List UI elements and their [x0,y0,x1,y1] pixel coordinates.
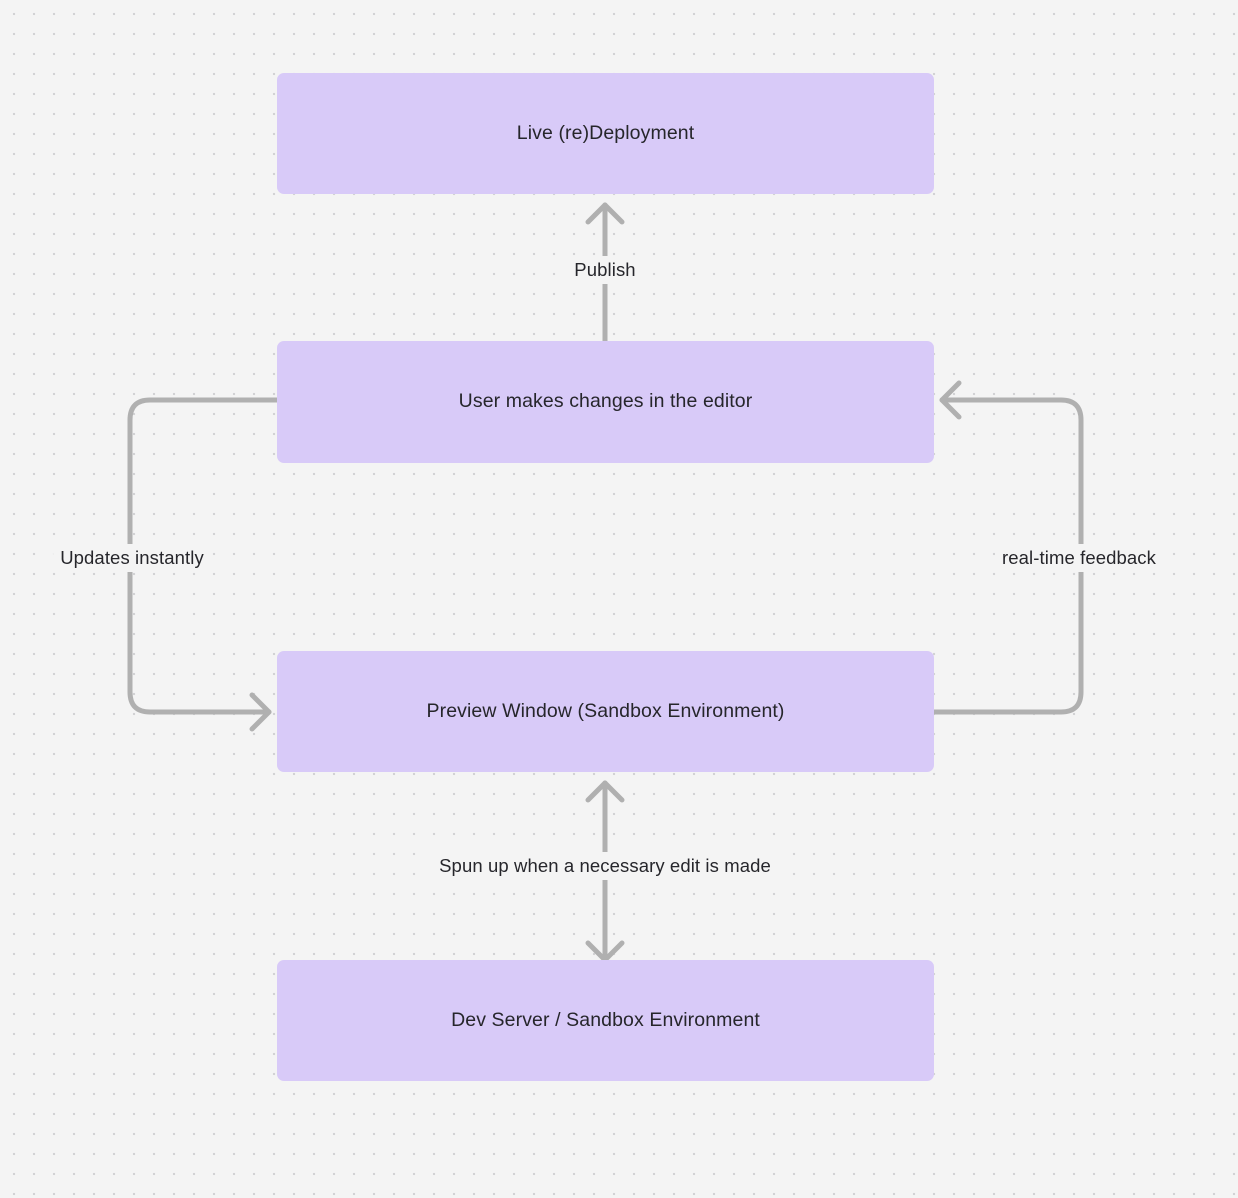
node-label: User makes changes in the editor [458,390,753,413]
node-user-edits[interactable]: User makes changes in the editor [277,341,934,463]
node-label: Dev Server / Sandbox Environment [451,1008,760,1031]
node-live-deployment[interactable]: Live (re)Deployment [277,73,934,194]
node-dev-server[interactable]: Dev Server / Sandbox Environment [277,960,934,1081]
edge-label-updates-instantly[interactable]: Updates instantly [53,544,211,572]
edge-label-publish[interactable]: Publish [567,256,643,284]
edge-label-real-time-feedback[interactable]: real-time feedback [995,544,1163,572]
edge-label-spun-up[interactable]: Spun up when a necessary edit is made [432,852,778,880]
node-label: Preview Window (Sandbox Environment) [426,699,785,722]
node-label: Live (re)Deployment [516,121,695,144]
node-preview-window[interactable]: Preview Window (Sandbox Environment) [277,651,934,772]
